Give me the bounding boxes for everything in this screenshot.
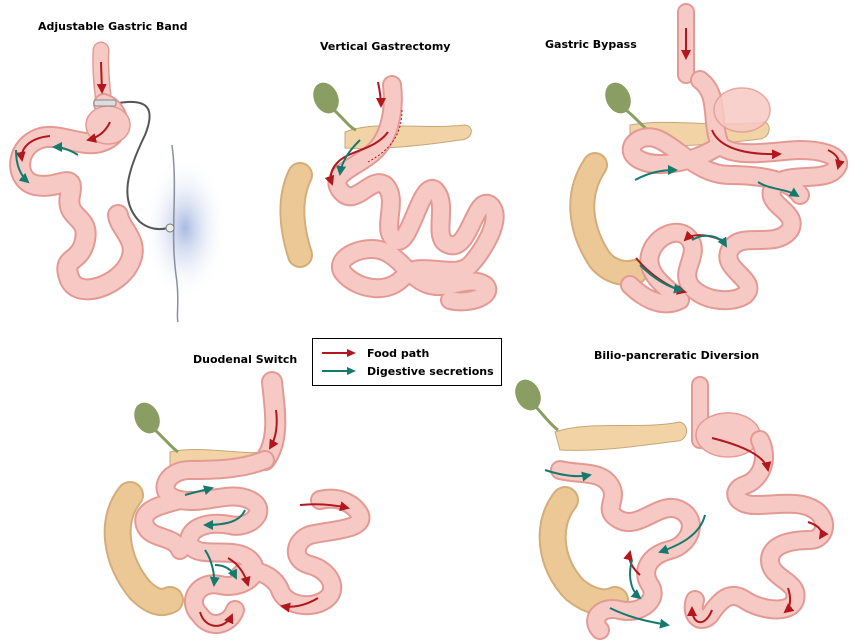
access-port xyxy=(166,224,174,232)
legend: Food path Digestive secretions xyxy=(312,338,502,386)
gallbladder xyxy=(600,78,635,117)
panel-vertical-gastrectomy xyxy=(292,78,494,301)
legend-food-row: Food path xyxy=(321,346,429,360)
panel-duodenal-switch xyxy=(118,382,361,626)
panel-gastric-bypass xyxy=(582,12,838,303)
food-arrow xyxy=(101,62,102,92)
title-duodenal-switch: Duodenal Switch xyxy=(193,353,297,366)
title-gastric-bypass: Gastric Bypass xyxy=(545,38,637,51)
panel-gastric-band xyxy=(16,50,227,322)
legend-food-label: Food path xyxy=(367,347,429,360)
title-vertical-gastrectomy: Vertical Gastrectomy xyxy=(320,40,450,53)
gastric-pouch xyxy=(696,413,760,457)
legend-secretions-label: Digestive secretions xyxy=(367,365,494,378)
legend-secretions-row: Digestive secretions xyxy=(321,364,494,378)
gastric-remnant xyxy=(714,88,770,132)
panel-bpd xyxy=(510,375,824,630)
gallbladder xyxy=(510,375,545,414)
food-arrow xyxy=(378,82,381,106)
legend-secretion-arrow-icon xyxy=(321,366,357,376)
gastric-band xyxy=(94,100,116,106)
gallbladder xyxy=(129,398,164,437)
title-bpd: Bilio-pancreratic Diversion xyxy=(594,349,759,362)
pancreas xyxy=(555,422,687,450)
title-gastric-band: Adjustable Gastric Band xyxy=(38,20,187,33)
legend-food-arrow-icon xyxy=(321,348,357,358)
gallbladder xyxy=(308,78,343,117)
pancreas xyxy=(345,125,471,149)
